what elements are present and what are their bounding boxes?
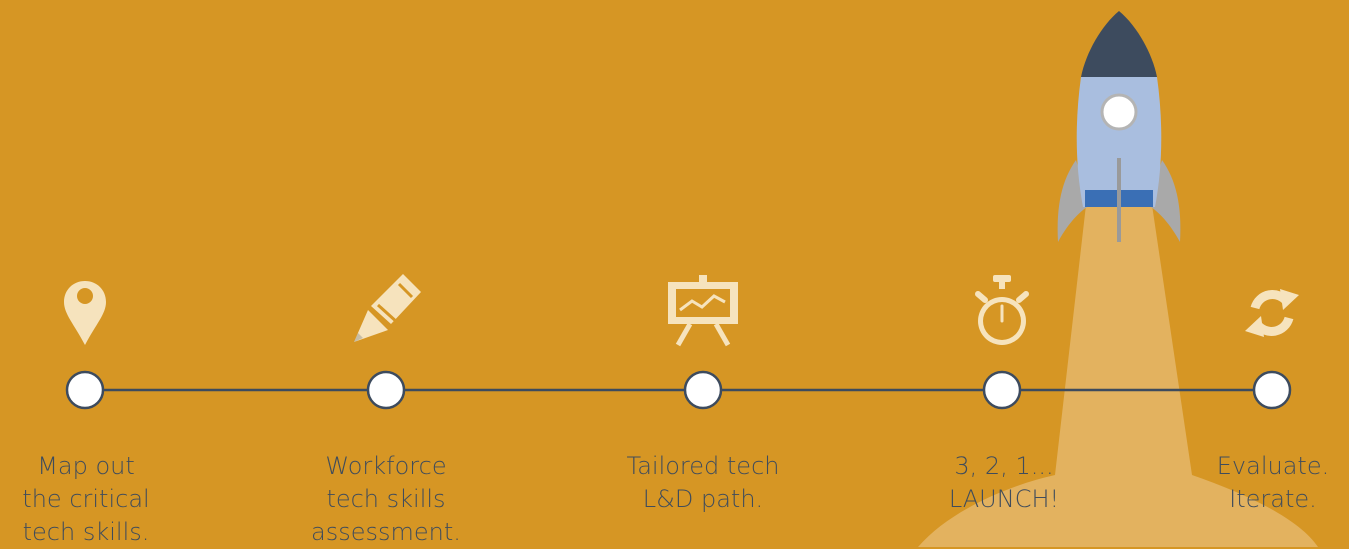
step-label-assessment: Workforce tech skills assessment. bbox=[311, 452, 461, 546]
stopwatch-icon bbox=[975, 275, 1029, 345]
timeline-node-4 bbox=[982, 370, 1022, 410]
step-label-learning-path: Tailored tech L&D path. bbox=[626, 452, 780, 513]
map-pin-icon bbox=[64, 281, 106, 345]
rocket-body bbox=[1076, 77, 1162, 207]
timeline-node-3 bbox=[683, 370, 723, 410]
timeline-nodes bbox=[65, 370, 1292, 410]
step-label-evaluate: Evaluate. Iterate. bbox=[1216, 452, 1330, 513]
rocket-nose bbox=[1081, 11, 1157, 77]
step-label-map-skills: Map out the critical tech skills. bbox=[22, 452, 150, 546]
timeline-node-5 bbox=[1252, 370, 1292, 410]
timeline-node-1 bbox=[65, 370, 105, 410]
step-label-launch: 3, 2, 1... LAUNCH! bbox=[948, 452, 1060, 513]
pencil-icon bbox=[354, 274, 421, 342]
rocket-exhaust bbox=[918, 205, 1318, 547]
presentation-chart-icon bbox=[668, 275, 738, 347]
refresh-icon bbox=[1245, 289, 1299, 337]
rocket-window bbox=[1100, 93, 1138, 131]
timeline-node-2 bbox=[366, 370, 406, 410]
rocket bbox=[1057, 11, 1181, 242]
